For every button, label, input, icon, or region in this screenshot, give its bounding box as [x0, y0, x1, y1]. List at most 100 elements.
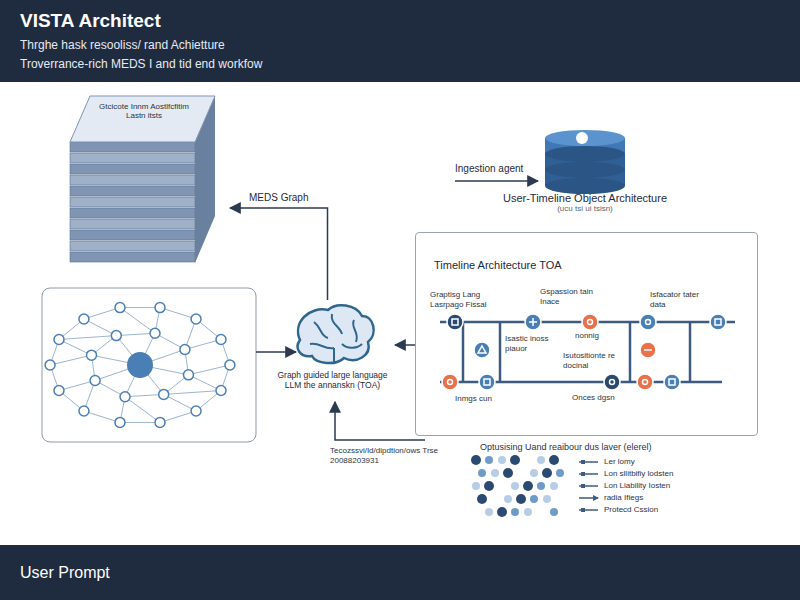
graph-vertex — [150, 328, 160, 338]
legend-row: radia Ifiegs — [578, 492, 673, 503]
data-dot — [523, 481, 533, 491]
label: Isfacator tater data — [650, 290, 714, 309]
data-dot — [472, 482, 480, 490]
data-dot — [484, 481, 494, 491]
legend-sample — [578, 505, 600, 515]
brain-icon — [270, 300, 395, 370]
header-bar — [0, 0, 800, 82]
graph-link — [120, 422, 160, 423]
data-dot — [503, 468, 513, 478]
legend-sample — [578, 469, 600, 479]
data-dot — [511, 482, 519, 490]
timeline-icon — [640, 342, 656, 358]
data-dot — [550, 508, 558, 516]
data-dot — [556, 469, 564, 477]
storage-stack: Gtcicote Innm Aostlfcfitim Lastn itsts — [60, 88, 230, 264]
connector — [395, 344, 415, 346]
timeline-icons — [442, 314, 726, 390]
prompt-arrow — [335, 402, 425, 440]
timeline-icon — [525, 314, 541, 330]
data-dot — [542, 468, 552, 478]
legend-text: radia Ifiegs — [604, 493, 643, 502]
legend-sample — [578, 481, 600, 491]
data-dot — [530, 469, 538, 477]
legend-sample — [578, 493, 600, 503]
data-dot — [549, 455, 559, 465]
data-dot — [477, 494, 487, 504]
data-dot — [497, 507, 507, 517]
stack-text: Gtcicote Innm Aostlfcfitim Lastn itsts — [96, 102, 192, 120]
node-subtext: (ucu tsi ui tsisn) — [470, 204, 700, 213]
label: Ingestion agent — [455, 163, 523, 175]
graph-vertex — [191, 406, 201, 416]
legend-text: Lon Liability Iosten — [604, 481, 670, 490]
legend-row: Lon Liability Iosten — [578, 480, 673, 491]
timeline-icon — [664, 374, 680, 390]
legend-row: Ler lomy — [578, 456, 673, 467]
label: Gspassion tain Inace — [540, 287, 602, 306]
data-dot — [524, 508, 532, 516]
timeline-icon — [604, 374, 620, 390]
data-dot — [550, 482, 558, 490]
graph-link — [188, 365, 229, 375]
graph-vertex — [111, 331, 121, 341]
timeline-icon — [447, 314, 463, 330]
data-dot — [530, 495, 538, 503]
graph-vertex — [183, 370, 193, 380]
legend-sample — [578, 457, 600, 467]
timeline-wires — [440, 322, 735, 382]
graph-vertex — [115, 303, 125, 313]
graph-vertex — [45, 360, 55, 370]
connector — [230, 208, 328, 300]
database-icon — [470, 116, 700, 194]
legend-text: Ler lomy — [604, 457, 635, 466]
label: nonnig — [575, 331, 599, 341]
graph-vertex — [79, 406, 89, 416]
data-dot — [498, 456, 506, 464]
graph-vertex — [225, 360, 235, 370]
timeline-icon — [710, 314, 726, 330]
data-dot — [504, 495, 512, 503]
data-dot — [543, 495, 551, 503]
graph-link — [59, 336, 116, 340]
llm-node: Graph guided large language LLM the anna… — [270, 300, 395, 396]
graph-hub — [127, 352, 153, 378]
graph-panel — [42, 288, 256, 442]
node-heading: User-Timeline Object Architecture — [470, 192, 700, 204]
timeline-icon — [582, 314, 598, 330]
caption: User Prompt — [20, 564, 110, 582]
legend-text: Lon sllitbifiy lodsten — [604, 469, 673, 478]
data-dot — [537, 482, 545, 490]
dot-cluster — [471, 455, 564, 517]
timeline-icon — [479, 374, 495, 390]
graph-link — [120, 308, 155, 334]
label: Thrghe hask resooliss/ rand Achietture — [20, 38, 225, 52]
timeline-icon — [640, 314, 656, 330]
timeline-icon — [442, 374, 458, 390]
legend-row: Lon sllitbifiy lodsten — [578, 468, 673, 479]
label: Isutositionte re docinal — [563, 351, 625, 370]
footer-bar — [0, 545, 800, 600]
data-dot — [510, 455, 520, 465]
edge-label: MEDS Graph — [247, 192, 310, 203]
llm-text: Graph guided large language LLM the anna… — [270, 370, 395, 390]
graph-arrow — [256, 351, 296, 353]
graph-vertex — [155, 417, 165, 427]
ingestion-arrow — [455, 180, 538, 182]
label: Tecozssvi/Id/dipdtion/ows Trse 200882039… — [330, 446, 445, 465]
panel-heading: Timeline Architecture TOA — [434, 259, 562, 271]
network-graph — [45, 303, 235, 428]
data-dot — [491, 469, 499, 477]
graph-link — [116, 333, 155, 335]
data-dot — [485, 508, 493, 516]
legend-text: Protecd Cssion — [604, 505, 658, 514]
graph-vertex — [115, 417, 125, 427]
graph-vertex — [159, 389, 169, 399]
legend: Ler lomyLon sllitbifiy lodstenLon Liabil… — [578, 456, 673, 516]
graph-link — [120, 307, 160, 308]
timeline-icon — [474, 342, 490, 358]
graph-vertex — [54, 386, 64, 396]
data-dot — [511, 508, 519, 516]
graph-link — [125, 394, 164, 396]
